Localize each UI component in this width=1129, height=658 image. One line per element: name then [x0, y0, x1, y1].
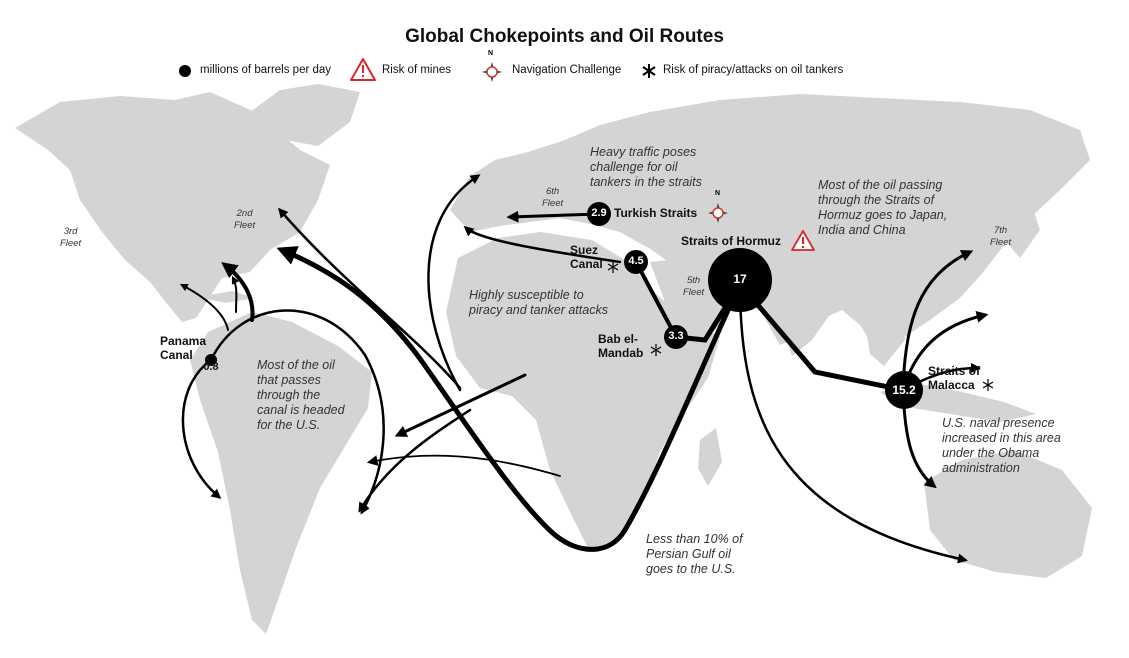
chokepoint-turkish-dot [587, 202, 611, 226]
legend-navigation-label: Navigation Challenge [512, 64, 622, 76]
route-suez-europe [463, 226, 622, 264]
bab-label: Bab el- Mandab [598, 332, 644, 360]
fleet-2nd-label: 2nd Fleet [234, 208, 256, 231]
legend-piracy-star-icon [642, 64, 656, 78]
chokepoint-hormuz-dot [708, 248, 772, 312]
panama-label: Panama Canal [160, 334, 207, 362]
malacca-piracy-star-icon [982, 379, 994, 391]
route-panama-caribbean [179, 283, 229, 331]
india-land [770, 262, 840, 356]
malacca-note: U.S. naval presence increased in this ar… [942, 416, 1061, 475]
madagascar-land [698, 428, 722, 486]
japan-land [1008, 200, 1040, 258]
malacca-value: 15.2 [892, 383, 916, 397]
legend-piracy-label: Risk of piracy/attacks on oil tankers [663, 64, 844, 76]
route-cape-of-good-hope [276, 246, 743, 552]
legend-graphics [179, 58, 656, 82]
chokepoint-circles [205, 202, 923, 409]
turkish-note: Heavy traffic poses challenge for oil ta… [590, 145, 702, 189]
australia-land [924, 450, 1092, 578]
panama-value: 0.8 [203, 361, 219, 373]
fleet-5th-label: 5th Fleet [683, 275, 705, 298]
turkish-compass-letter: N [715, 190, 721, 197]
north-america-land [15, 92, 330, 322]
hormuz-value: 17 [733, 272, 747, 286]
south-america-land [190, 312, 372, 634]
chokepoint-suez-dot [624, 250, 648, 274]
route-panama-south [181, 358, 222, 499]
bab-value: 3.3 [668, 330, 684, 342]
legend-warning-icon [350, 58, 376, 81]
route-north-atlantic [427, 174, 481, 392]
route-bab-suez [634, 260, 678, 339]
malacca-label: Straits of Malacca [928, 364, 981, 392]
hormuz-label: Straits of Hormuz [681, 234, 782, 248]
route-panama-florida [231, 275, 240, 313]
route-turkish-europe [506, 210, 600, 223]
suez-note: Highly susceptible to piracy and tanker … [469, 288, 608, 317]
turkish-compass-icon [708, 203, 728, 223]
route-to-south-america [366, 454, 561, 477]
route-hormuz-malacca [737, 281, 906, 393]
map-title: Global Chokepoints and Oil Routes [405, 26, 724, 47]
legend-barrels-label: millions of barrels per day [200, 64, 332, 76]
suez-label: Suez Canal [570, 243, 603, 271]
suez-value: 4.5 [628, 255, 644, 267]
route-malacca-japan [901, 250, 974, 392]
legend-compass-icon [482, 62, 502, 82]
chokepoint-bab-dot [664, 325, 688, 349]
panama-note: Most of the oil that passes through the … [257, 358, 345, 432]
route-panama-gulf [221, 262, 255, 322]
turkish-label: Turkish Straits [614, 206, 698, 220]
oil-routes [179, 174, 989, 564]
gulf-note: Less than 10% of Persian Gulf oil goes t… [646, 532, 743, 576]
legend-compass-letter: N [488, 50, 494, 57]
bab-piracy-star-icon [650, 344, 662, 356]
fleet-6th-label: 6th Fleet [542, 186, 564, 209]
route-panama-loop [209, 309, 385, 515]
turkish-value: 2.9 [591, 207, 607, 219]
cuba-land [198, 291, 256, 303]
chokepoint-malacca-dot [885, 371, 923, 409]
hormuz-note: Most of the oil passing through the Stra… [818, 178, 948, 237]
africa-land [446, 232, 720, 552]
fleet-3rd-label: 3rd Fleet [60, 226, 82, 249]
suez-piracy-star-icon [607, 261, 619, 273]
southeast-asia-land [860, 296, 905, 366]
greenland-land [250, 84, 360, 146]
route-west-africa-brazil [394, 373, 527, 437]
legend-mines-label: Risk of mines [382, 64, 452, 76]
chokepoint-panama-dot [205, 354, 217, 366]
legend-barrels-dot [179, 65, 191, 77]
route-to-us-east [278, 207, 462, 390]
fleet-7th-label: 7th Fleet [990, 225, 1012, 248]
route-to-australia [738, 282, 968, 564]
hormuz-warning-icon [791, 230, 815, 251]
